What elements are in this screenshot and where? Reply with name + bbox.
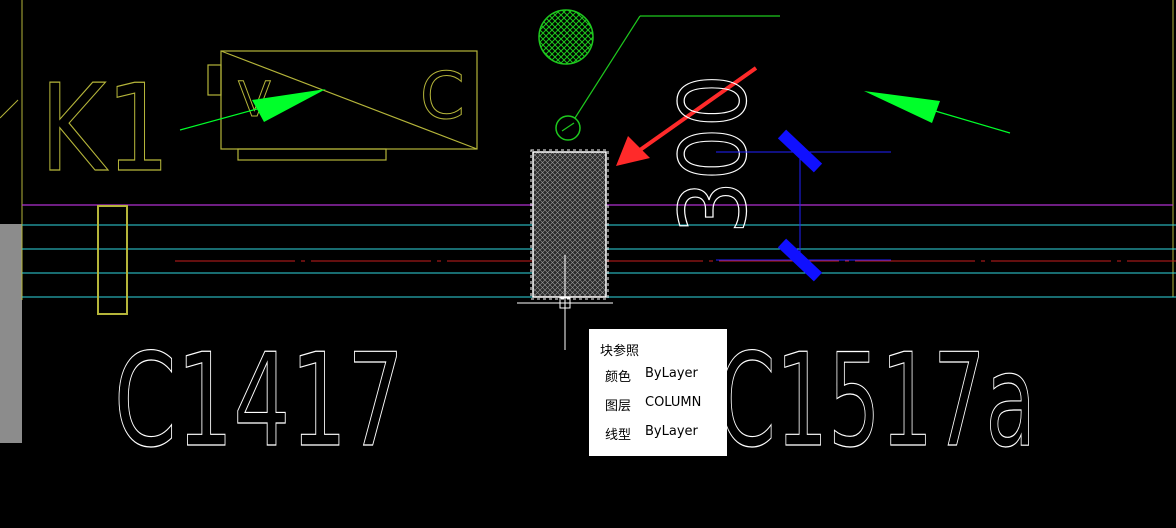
tooltip-value: ByLayer <box>645 366 698 381</box>
tooltip-row-linetype: 线型 ByLayer <box>600 424 727 453</box>
green-leader-symbol <box>538 9 780 141</box>
tooltip-key: 线型 <box>605 428 632 443</box>
tooltip-value: COLUMN <box>645 395 702 410</box>
tooltip-title: 块参照 <box>600 344 640 359</box>
small-column[interactable] <box>97 205 128 315</box>
tooltip-key: 颜色 <box>605 370 632 385</box>
property-tooltip: 块参照 颜色 ByLayer 图层 COLUMN 线型 ByLayer <box>589 329 727 456</box>
red-arrow <box>616 66 758 166</box>
blue-dimension-symbol <box>716 129 891 282</box>
label-k1: K1 <box>40 60 170 199</box>
cursor-crosshair <box>517 255 613 350</box>
label-window-c1417: C1417 <box>114 327 404 476</box>
k1-leader-tick <box>0 99 19 119</box>
equipment-symbol[interactable]: V C <box>207 50 478 161</box>
label-c: C <box>420 60 465 134</box>
green-arrow-left <box>179 89 326 131</box>
tooltip-value: ByLayer <box>645 424 698 439</box>
label-window-c1517a: C1517a <box>718 327 1036 476</box>
selected-column[interactable] <box>530 149 609 309</box>
tooltip-key: 图层 <box>605 399 632 414</box>
left-panel-strip <box>0 224 22 443</box>
tooltip-row-color: 颜色 ByLayer <box>600 366 727 395</box>
green-arrow-right <box>864 91 1011 134</box>
tooltip-row-layer: 图层 COLUMN <box>600 395 727 424</box>
label-dimension-300: 300 <box>660 74 767 234</box>
